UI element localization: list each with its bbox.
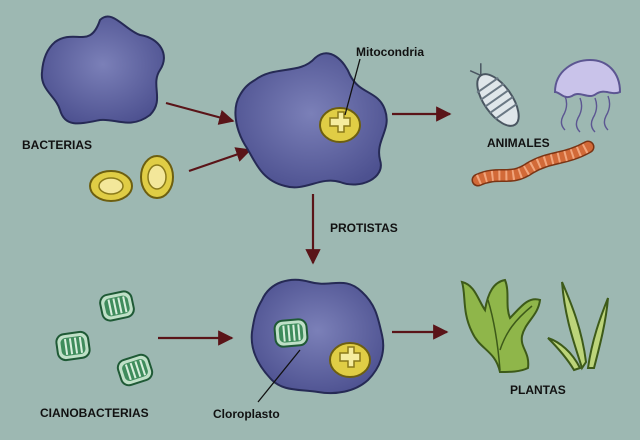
mitochondrion [329,342,371,378]
jellyfish-animal [553,58,622,133]
isopod-animal [469,63,520,127]
arrow [165,101,235,125]
cloroplasto-pointer [257,349,301,403]
worm-animal [471,140,595,187]
algal-cell [250,278,385,395]
label-cianobacterias: CIANOBACTERIAS [40,406,149,420]
label-bacterias: BACTERIAS [22,138,93,152]
aerobic-bacterium [89,170,133,202]
chloroplast [272,317,310,349]
label-animales: ANIMALES [487,136,550,150]
mitochondrion [319,107,361,143]
cyanobacterium [97,288,137,324]
grass-plant [547,281,609,372]
label-plantas: PLANTAS [510,383,566,397]
aerobic-bacterium [140,155,174,199]
bacterium-cell [40,15,165,125]
cyanobacterium [54,329,92,363]
mitochondria-pointer [344,58,361,116]
label-cloroplasto: Cloroplasto [213,407,280,421]
label-protistas: PROTISTAS [330,221,398,235]
seaweed-plant [460,278,542,374]
protist-cell [234,52,388,189]
cyanobacterium [114,351,156,389]
label-mitocondria: Mitocondria [356,45,424,59]
arrow [188,147,252,173]
